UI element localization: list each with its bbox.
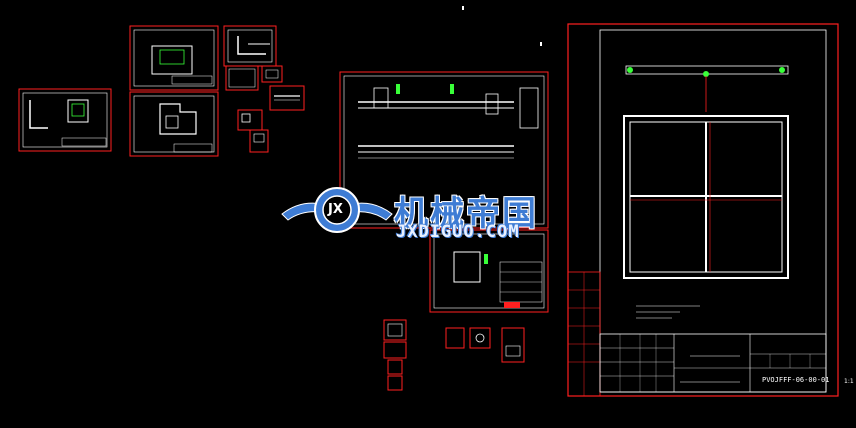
sheet-detail-b[interactable] bbox=[129, 91, 219, 157]
watermark-logo-icon bbox=[281, 187, 393, 233]
watermark-badge: JX bbox=[328, 202, 343, 217]
scale-marker: 1:1 bbox=[844, 378, 854, 385]
sheet-marker bbox=[462, 6, 464, 10]
sheet-detail-a[interactable] bbox=[129, 25, 219, 91]
drawing-code: PVOJFFF-06-00-01 bbox=[762, 376, 830, 384]
sheet-main-frame[interactable] bbox=[567, 23, 839, 397]
sheet-detail-left[interactable] bbox=[18, 88, 112, 152]
sheet-detail-d[interactable] bbox=[225, 65, 283, 91]
sheet-detail-e[interactable] bbox=[237, 85, 305, 153]
sheet-assembly-middle[interactable] bbox=[339, 71, 549, 229]
sheet-small-parts[interactable] bbox=[383, 319, 525, 391]
sheet-marker bbox=[540, 42, 542, 46]
watermark-latin-text: JXDIGUO.COM bbox=[396, 222, 520, 242]
sheet-detail-c[interactable] bbox=[223, 25, 277, 67]
sheet-assembly-lower[interactable] bbox=[429, 229, 549, 313]
watermark-chinese-text: 机械帝国 bbox=[394, 194, 538, 234]
